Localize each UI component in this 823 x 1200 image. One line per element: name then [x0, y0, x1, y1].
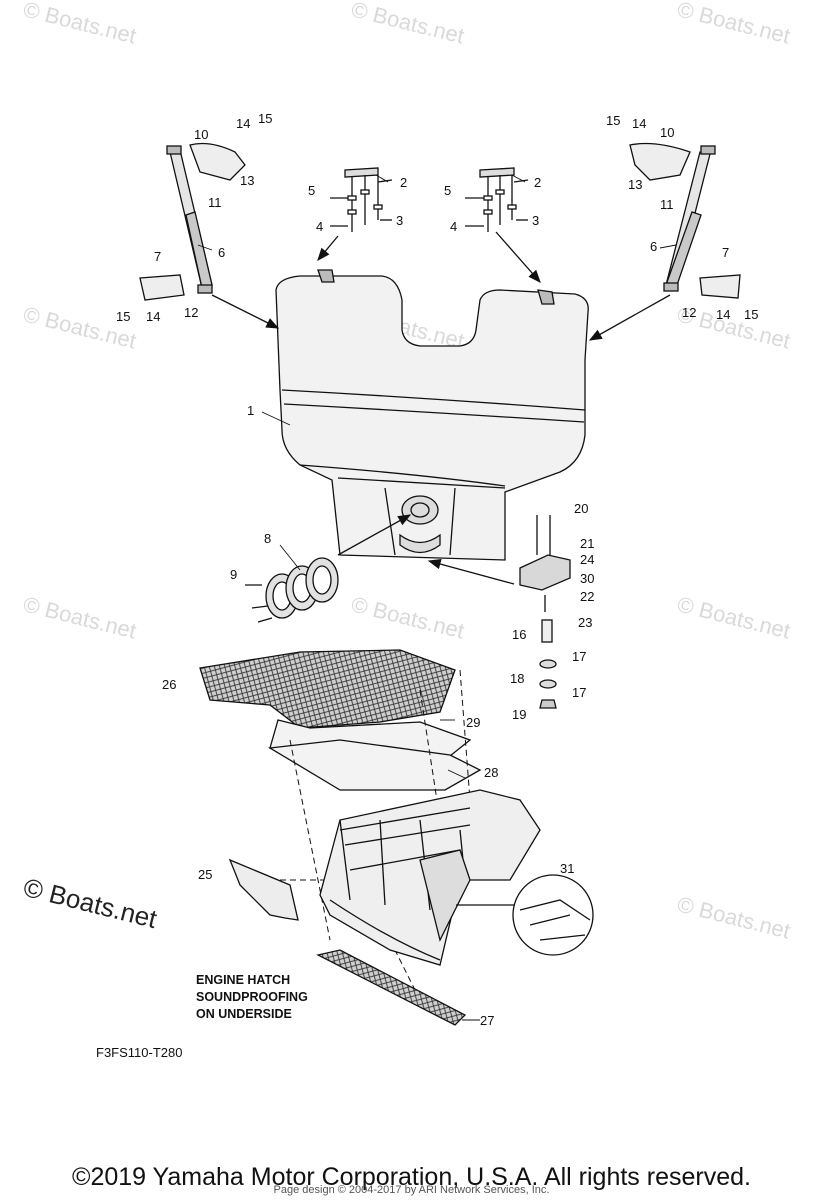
engine-compartment-tray [319, 789, 541, 966]
callout-30: 30 [580, 571, 595, 586]
callout-5: 5 [308, 183, 316, 198]
callout-12: 12 [184, 305, 199, 320]
callout-4: 4 [450, 219, 458, 234]
callout-31: 31 [560, 861, 575, 876]
callout-15: 15 [606, 113, 621, 128]
callout-26: 26 [162, 677, 177, 692]
note-line: ON UNDERSIDE [196, 1007, 292, 1021]
callout-25: 25 [198, 867, 213, 882]
callout-13: 13 [240, 173, 255, 188]
callout-28: 28 [484, 765, 499, 780]
detail-view-31 [456, 874, 594, 956]
callout-21: 21 [580, 536, 595, 551]
callout-7: 7 [722, 245, 730, 260]
callout-6: 6 [650, 239, 658, 254]
callout-6: 6 [218, 245, 226, 260]
soundproofing-pad-28 [268, 739, 482, 791]
callout-17: 17 [572, 685, 587, 700]
callout-2: 2 [400, 175, 408, 190]
callout-12: 12 [682, 305, 697, 320]
callout-7: 7 [154, 249, 162, 264]
callout-2: 2 [534, 175, 542, 190]
diagram-code: F3FS110-T280 [96, 1045, 183, 1060]
callout-16: 16 [512, 627, 527, 642]
note-line: SOUNDPROOFING [196, 990, 308, 1004]
side-panel-25 [228, 858, 299, 921]
callout-1: 1 [247, 403, 255, 418]
callout-10: 10 [660, 125, 675, 140]
callout-15: 15 [258, 111, 273, 126]
callout-5: 5 [444, 183, 452, 198]
callout-13: 13 [628, 177, 643, 192]
callout-8: 8 [264, 531, 272, 546]
engine-hatch-lid [275, 269, 589, 561]
gas-strut-right [629, 142, 741, 299]
callout-9: 9 [230, 567, 238, 582]
callout-3: 3 [396, 213, 404, 228]
vent-ring-set [245, 557, 339, 623]
hinge-bolt-set-left [330, 167, 393, 232]
callout-15: 15 [116, 309, 131, 324]
callout-11: 11 [660, 197, 674, 212]
callout-14: 14 [632, 116, 647, 131]
callout-4: 4 [316, 219, 324, 234]
copyright-notice: ©2019 Yamaha Motor Corporation, U.S.A. A… [72, 1163, 751, 1191]
callout-14: 14 [716, 307, 731, 322]
callout-20: 20 [574, 501, 589, 516]
soundproofing-note: ENGINE HATCH SOUNDPROOFING ON UNDERSIDE [196, 972, 308, 1023]
callout-14: 14 [236, 116, 251, 131]
callout-10: 10 [194, 127, 209, 142]
callout-18: 18 [510, 671, 525, 686]
soundproofing-pad-26 [199, 649, 456, 729]
gas-strut-left [139, 142, 246, 301]
callout-3: 3 [532, 213, 540, 228]
hatch-latch-bracket [519, 515, 571, 709]
callout-19: 19 [512, 707, 527, 722]
callout-27: 27 [480, 1013, 495, 1028]
callout-11: 11 [208, 195, 222, 210]
soundproofing-strip-27 [316, 949, 467, 1026]
note-line: ENGINE HATCH [196, 973, 291, 987]
callout-29: 29 [466, 715, 481, 730]
callout-22: 22 [580, 589, 595, 604]
callout-24: 24 [580, 552, 595, 567]
hinge-bolt-set-right [465, 167, 529, 232]
callout-14: 14 [146, 309, 161, 324]
page-design-credit: Page design © 2004-2017 by ARI Network S… [273, 1184, 550, 1196]
callout-15: 15 [744, 307, 759, 322]
callout-23: 23 [578, 615, 593, 630]
callout-17: 17 [572, 649, 587, 664]
